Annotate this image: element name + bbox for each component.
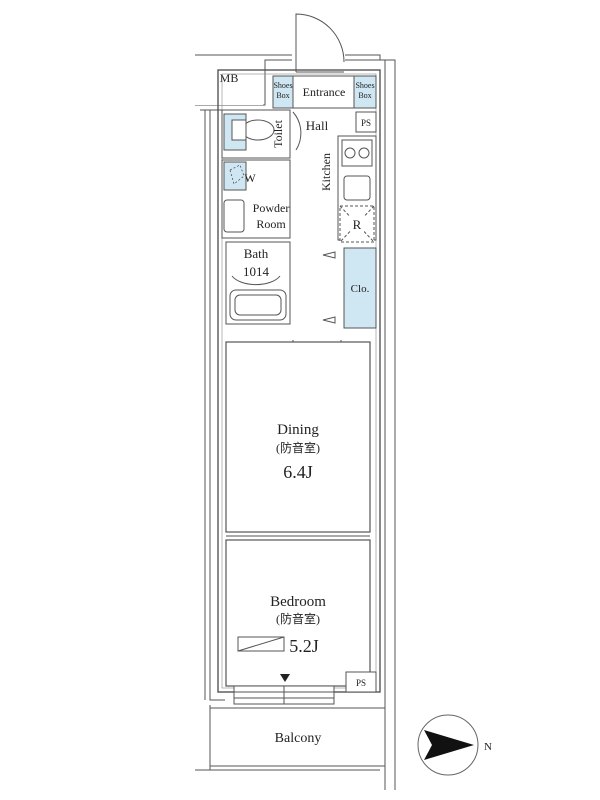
- partition: [226, 531, 370, 541]
- svg-text:Box: Box: [276, 91, 289, 100]
- balcony: Balcony: [209, 707, 386, 767]
- washer-label: W: [244, 171, 256, 185]
- shoes-box-left: Shoes Box: [272, 75, 294, 109]
- entrance-label: Entrance: [303, 85, 346, 99]
- ps-bottom-label: PS: [356, 678, 366, 688]
- ps-top: PS: [355, 111, 377, 133]
- dining-room: Dining (防音室) 6.4J: [225, 341, 371, 533]
- dining-note: (防音室): [276, 440, 320, 455]
- refrigerator-label: R: [353, 217, 362, 232]
- balcony-label: Balcony: [275, 731, 322, 746]
- toilet-room: Toilet: [221, 109, 291, 159]
- mb-area: MB: [195, 60, 263, 105]
- powder-room: W Powder Room: [221, 159, 291, 239]
- kitchen-label: Kitchen: [319, 153, 333, 191]
- svg-text:Box: Box: [358, 91, 371, 100]
- powder-room-label-1: Powder: [253, 201, 290, 215]
- powder-room-label-2: Room: [256, 217, 286, 231]
- compass-north-label: N: [484, 741, 492, 753]
- toilet-door[interactable]: [292, 111, 302, 151]
- toilet-label: Toilet: [271, 119, 285, 147]
- svg-text:Shoes: Shoes: [355, 81, 374, 90]
- bedroom: Bedroom (防音室) 5.2J: [225, 539, 371, 687]
- corridor-markers: [322, 251, 336, 324]
- closet-label: Clo.: [351, 283, 370, 295]
- bedroom-note: (防音室): [276, 611, 320, 626]
- hall-label: Hall: [306, 118, 329, 133]
- closet: Clo.: [343, 247, 377, 329]
- ps-top-label: PS: [361, 118, 371, 128]
- shoes-box-right: Shoes Box: [353, 75, 377, 109]
- ps-bottom: PS: [345, 671, 377, 693]
- dining-size: 6.4J: [283, 462, 313, 482]
- bath-size-label: 1014: [243, 264, 270, 279]
- bedroom-size: 5.2J: [289, 636, 319, 656]
- entrance-area: Entrance: [292, 75, 355, 109]
- refrigerator-space: R: [339, 205, 375, 243]
- svg-text:Shoes: Shoes: [273, 81, 292, 90]
- bedroom-label: Bedroom: [270, 594, 326, 610]
- entry-arrow-icon: [280, 674, 290, 682]
- mb-label: MB: [220, 71, 239, 85]
- compass-icon: N: [417, 714, 492, 776]
- dining-label: Dining: [277, 422, 319, 438]
- hall-area: Hall: [306, 118, 329, 133]
- bath-room: Bath 1014: [225, 241, 291, 325]
- bath-label: Bath: [244, 246, 269, 261]
- entrance-door[interactable]: [295, 13, 345, 73]
- balcony-window[interactable]: [233, 674, 335, 705]
